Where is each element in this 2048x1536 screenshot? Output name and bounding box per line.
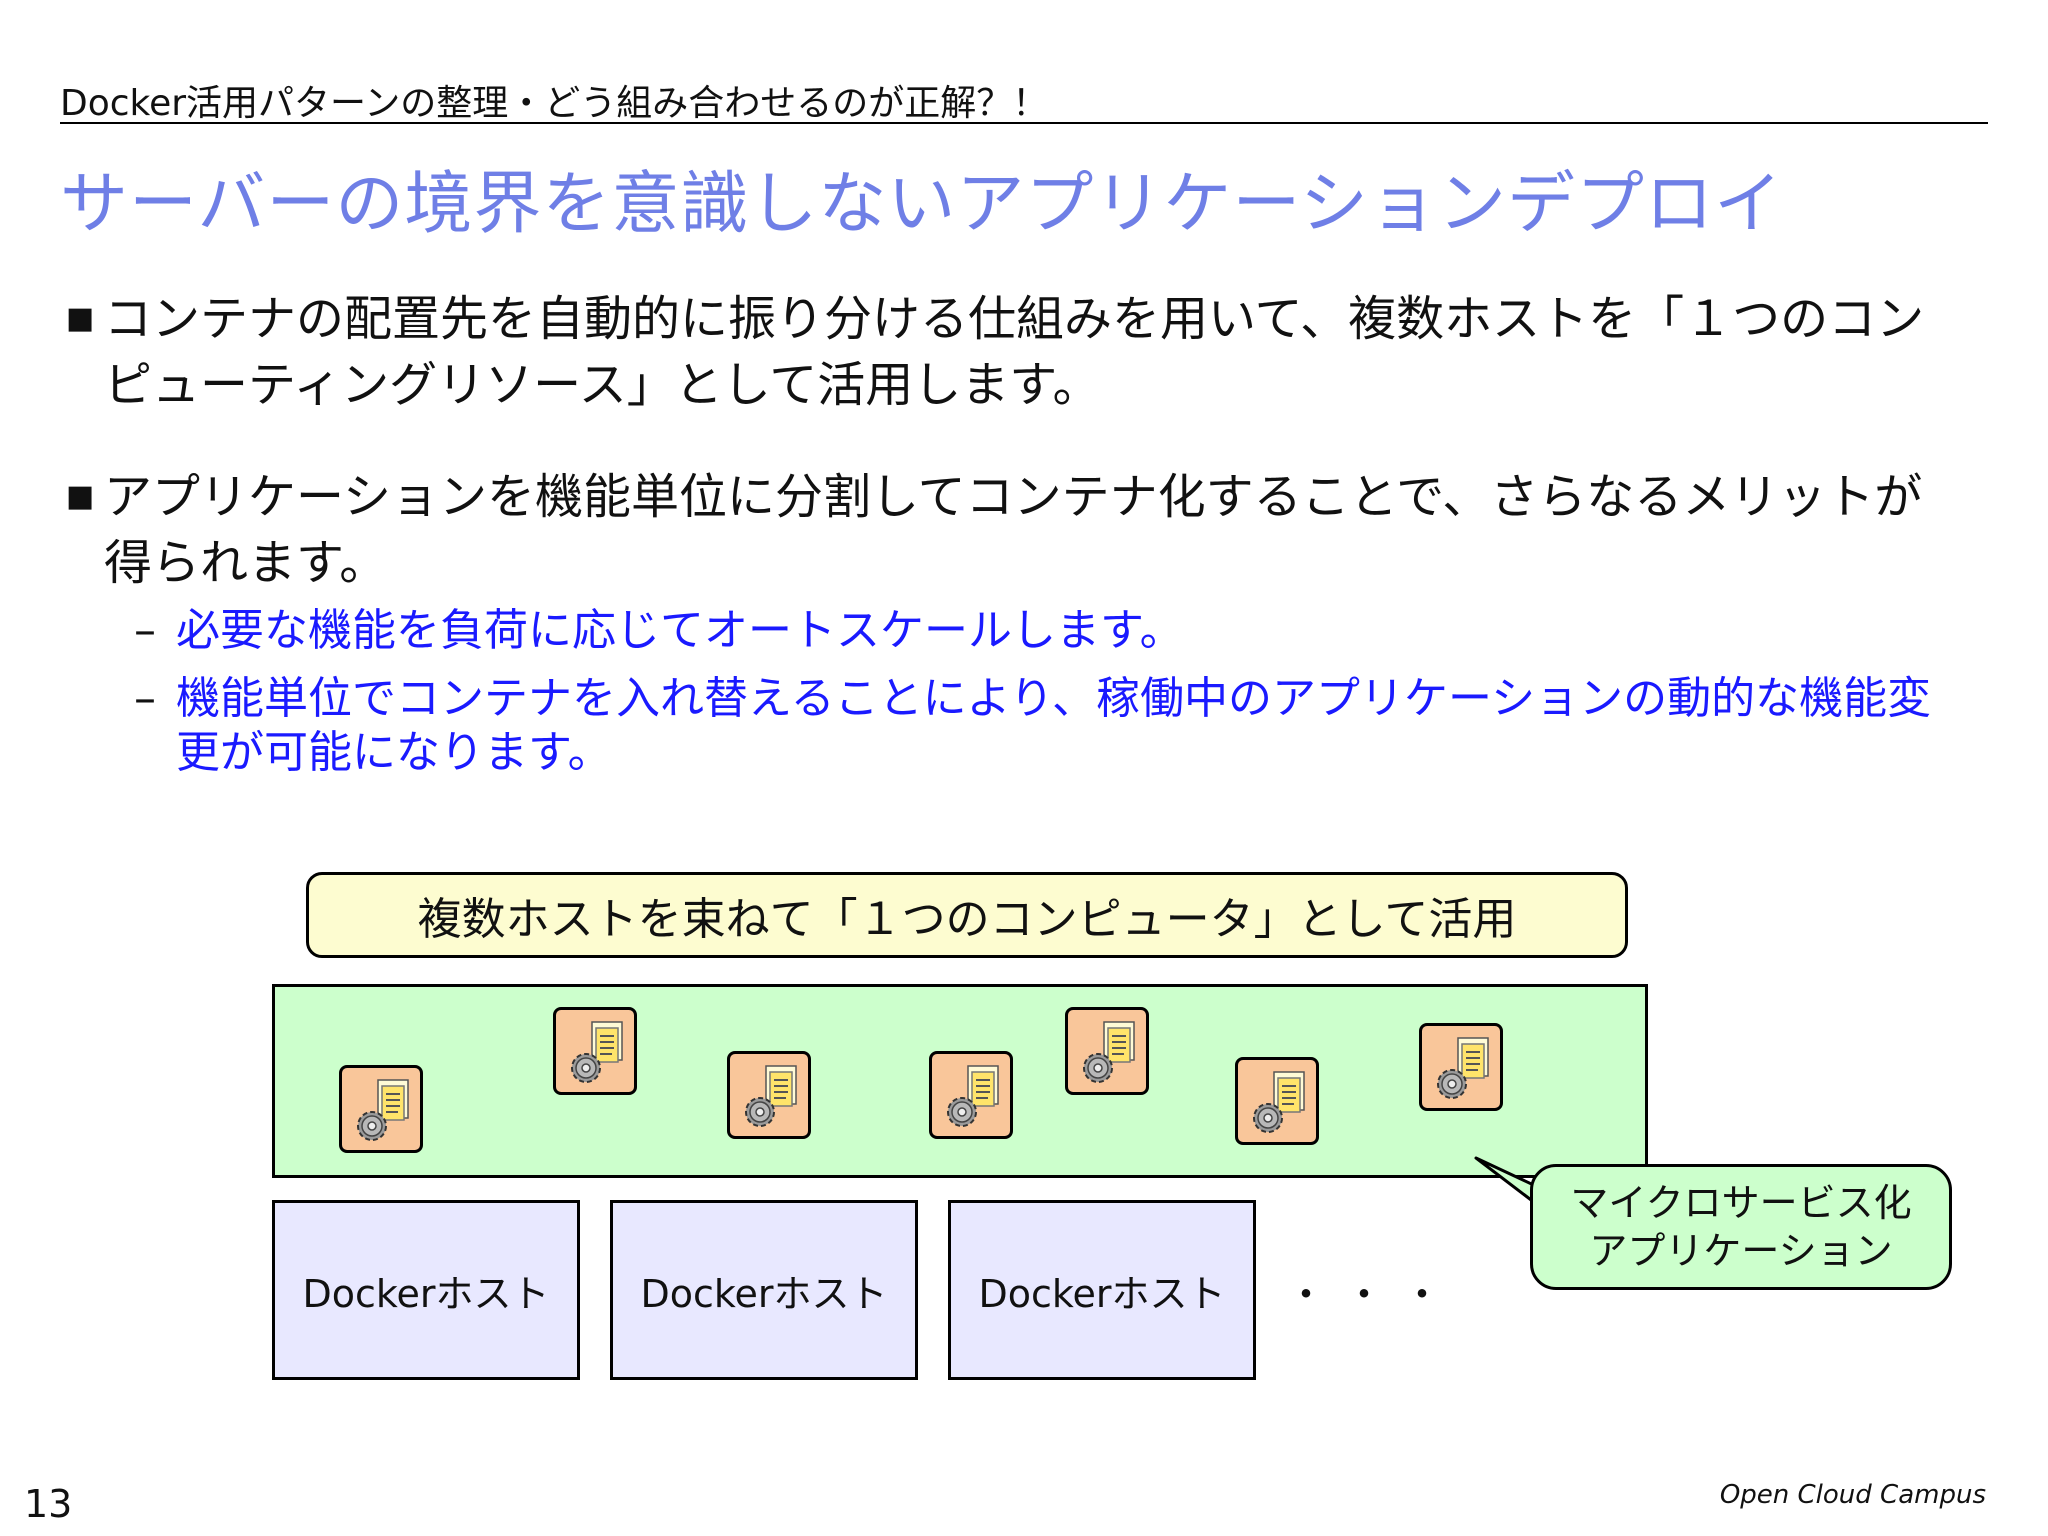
page-number: 13	[24, 1482, 73, 1526]
bullet-marker: ■	[66, 479, 95, 514]
gear-document-icon	[1065, 1007, 1149, 1095]
sub-bullet-1-text: 必要な機能を負荷に応じてオートスケールします。	[176, 605, 1184, 656]
docker-host-3: Dockerホスト	[948, 1200, 1256, 1380]
callout-line-2: アプリケーション	[1589, 1229, 1893, 1273]
section-title: Docker活用パターンの整理・どう組み合わせるのが正解？！	[60, 83, 1049, 124]
sub-bullet-dash: –	[134, 673, 156, 724]
bullet-marker: ■	[66, 301, 95, 336]
bullet-1-text: コンテナの配置先を自動的に振り分ける仕組みを用いて、複数ホストを「１つのコンピュ…	[104, 291, 1925, 413]
bullet-2-text: アプリケーションを機能単位に分割してコンテナ化することで、さらなるメリットが得ら…	[104, 469, 1923, 591]
diagram-banner: 複数ホストを束ねて「１つのコンピュータ」として活用	[306, 872, 1628, 958]
gear-document-icon	[339, 1065, 423, 1153]
more-hosts-ellipsis: ・・・	[1286, 1272, 1460, 1318]
sub-bullet-1: – 必要な機能を負荷に応じてオートスケールします。	[134, 604, 1964, 658]
sub-bullet-dash: –	[134, 605, 156, 656]
gear-document-icon	[929, 1051, 1013, 1139]
gear-document-icon	[727, 1051, 811, 1139]
docker-host-2: Dockerホスト	[610, 1200, 918, 1380]
sub-bullet-2: – 機能単位でコンテナを入れ替えることにより、稼働中のアプリケーションの動的な機…	[134, 672, 1964, 780]
bullet-1: ■ コンテナの配置先を自動的に振り分ける仕組みを用いて、複数ホストを「１つのコン…	[60, 286, 1960, 418]
microservice-callout: マイクロサービス化 アプリケーション	[1530, 1164, 1952, 1290]
gear-document-icon	[1235, 1057, 1319, 1145]
header-divider	[60, 122, 1988, 124]
slide-title: サーバーの境界を意識しないアプリケーションデプロイ	[60, 165, 1783, 244]
container-cluster	[272, 984, 1648, 1178]
gear-document-icon	[553, 1007, 637, 1095]
footer-brand: Open Cloud Campus	[1719, 1480, 1986, 1510]
sub-bullet-2-text: 機能単位でコンテナを入れ替えることにより、稼働中のアプリケーションの動的な機能変…	[176, 673, 1932, 778]
callout-line-1: マイクロサービス化	[1570, 1181, 1912, 1225]
docker-host-1: Dockerホスト	[272, 1200, 580, 1380]
gear-document-icon	[1419, 1023, 1503, 1111]
bullet-2: ■ アプリケーションを機能単位に分割してコンテナ化することで、さらなるメリットが…	[60, 464, 1960, 596]
